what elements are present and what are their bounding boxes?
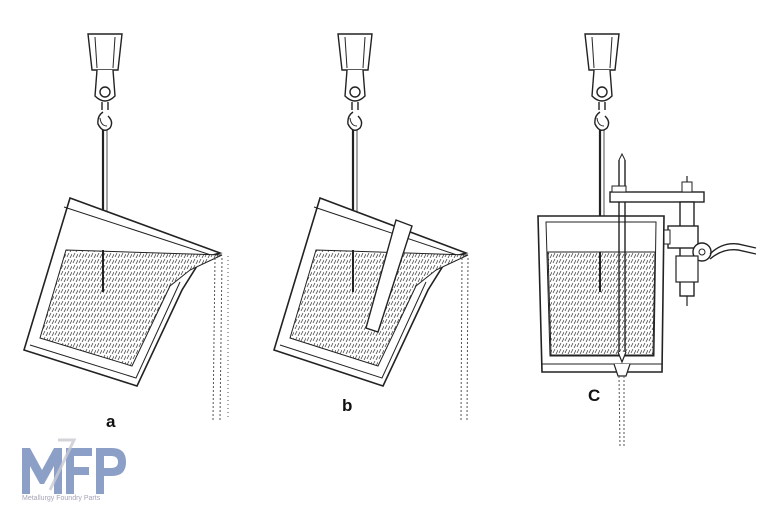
pouring-stream	[618, 375, 621, 449]
logo-caption: Metallurgy Foundry Parts	[22, 495, 101, 502]
logo-block: Metallurgy Foundry Parts	[14, 438, 154, 508]
molten-metal	[39, 249, 223, 367]
figure-label-c: C	[588, 386, 601, 405]
crane-hook-icon	[87, 33, 123, 131]
pouring-stream	[460, 257, 463, 421]
ladle-c	[537, 33, 757, 449]
pouring-stream	[212, 257, 216, 421]
ladle-b	[273, 33, 469, 421]
mfp-logo	[22, 438, 126, 494]
gas-hose-icon	[709, 243, 757, 255]
stopper-mechanism	[609, 176, 712, 306]
figure-label-b: b	[342, 396, 353, 415]
crane-hook-icon	[337, 33, 373, 131]
ladle-a	[23, 33, 229, 421]
teapot-partition	[365, 219, 413, 333]
molten-metal	[547, 251, 656, 356]
crane-hook-icon	[584, 33, 620, 131]
figure-label-a: a	[106, 412, 116, 431]
